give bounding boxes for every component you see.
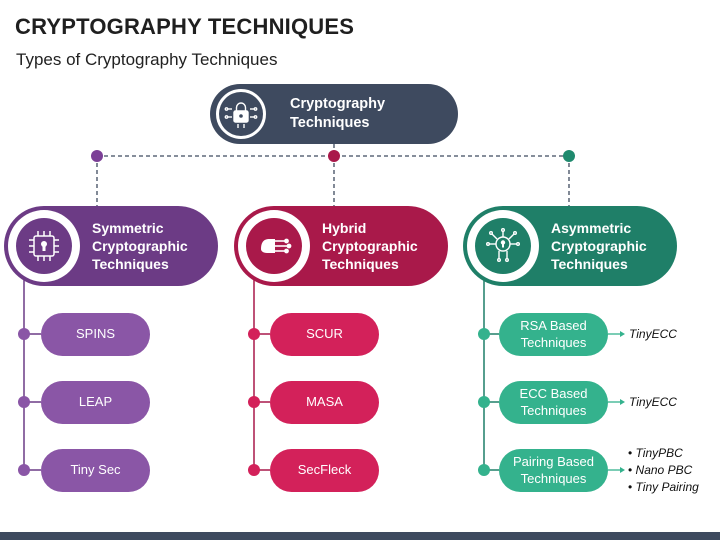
footer-bar [0,532,720,540]
root-label: Cryptography Techniques [290,96,386,131]
category-label: Asymmetric Cryptographic Techniques [551,219,647,273]
leaf-ecc-based: ECC Based Techniques [499,381,608,424]
keyhole-network-icon [467,210,539,282]
leaf-leap: LEAP [41,381,150,424]
note-ecc: TinyECC [629,395,677,409]
leaf-rsa-based: RSA Based Techniques [499,313,608,356]
leaf-tiny-sec: Tiny Sec [41,449,150,492]
leaf-scur: SCUR [270,313,379,356]
symmetric-bus-dot [91,150,103,162]
leaf-masa: MASA [270,381,379,424]
hand-circuit-icon [238,210,310,282]
page-subtitle: Types of Cryptography Techniques [16,50,278,69]
note-list-item: Nano PBC [628,462,699,479]
leaf-spins: SPINS [41,313,150,356]
leaf-secfleck: SecFleck [270,449,379,492]
note-list-item: TinyPBC [628,445,699,462]
leaf-pairing-based: Pairing Based Techniques [499,449,608,492]
hybrid-bus-dot [328,150,340,162]
chip-keyhole-icon [8,210,80,282]
note-list-item: Tiny Pairing [628,479,699,496]
page-title: CRYPTOGRAPHY TECHNIQUES [15,14,355,39]
lock-circuit-icon [213,86,269,142]
category-label: Symmetric Cryptographic Techniques [92,219,188,273]
note-list-pairing: TinyPBC Nano PBC Tiny Pairing [628,445,699,496]
note-rsa: TinyECC [629,327,677,341]
asymmetric-bus-dot [563,150,575,162]
category-label: Hybrid Cryptographic Techniques [322,219,418,273]
